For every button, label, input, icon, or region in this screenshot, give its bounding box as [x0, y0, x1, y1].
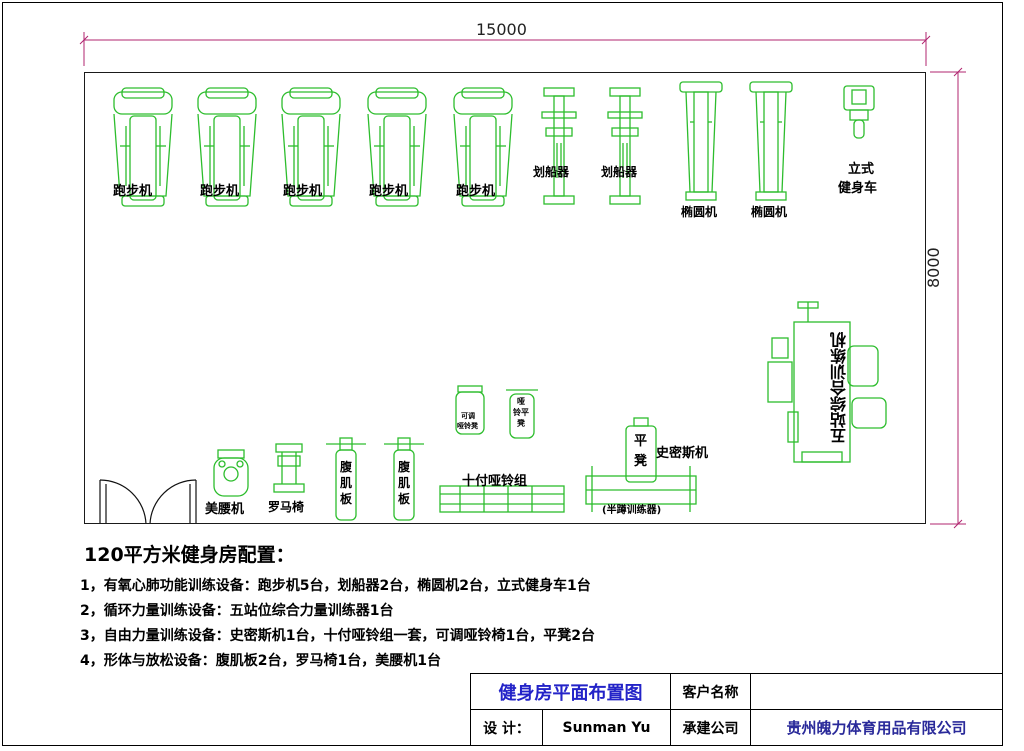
- elliptical-group: [679, 81, 793, 201]
- notes-line-4: 4，形体与放松设备：腹肌板2台，罗马椅1台，美腰机1台: [80, 653, 441, 669]
- smith-machine-icon: [585, 466, 697, 512]
- height-dimension-label: 8000: [924, 247, 943, 288]
- configuration-notes: 120平方米健身房配置： 1，有氧心肺功能训练设备：跑步机5台，划船器2台，椭圆…: [80, 540, 840, 675]
- ab-board-label-3: 板: [340, 492, 353, 506]
- treadmill-label: 跑步机: [113, 184, 153, 199]
- ab-board-label-2: 肌: [398, 476, 411, 490]
- roman-chair-icon: [273, 443, 305, 493]
- notes-line-3: 3，自由力量训练设备：史密斯机1台，十付哑铃组一套，可调哑铃椅1台，平凳2台: [80, 628, 595, 644]
- ab-board-label-1: 腹: [340, 460, 353, 474]
- flat-bench-icon: [625, 417, 657, 483]
- rower-icon: [607, 87, 643, 205]
- treadmill-label: 跑步机: [283, 184, 323, 199]
- designer-name: Sunman Yu: [543, 710, 671, 745]
- notes-line-1: 1，有氧心肺功能训练设备：跑步机5台，划船器2台，椭圆机2台，立式健身车1台: [80, 578, 591, 594]
- treadmill-icon: [281, 87, 341, 207]
- notes-title: 120平方米健身房配置：: [84, 544, 295, 566]
- contractor-label: 承建公司: [671, 710, 751, 745]
- rower-label: 划船器: [601, 165, 638, 179]
- treadmill-group: [113, 87, 513, 207]
- upright-bike-label-line1: 立式: [848, 162, 875, 177]
- notes-line-2: 2，循环力量训练设备：五站位综合力量训练器1台: [80, 603, 394, 619]
- client-name-value: [751, 674, 1002, 710]
- client-name-label: 客户名称: [671, 674, 751, 710]
- elliptical-label: 椭圆机: [681, 205, 718, 219]
- dumbbell-set-label: 十付哑铃组: [462, 474, 528, 489]
- dimension-lines: [79, 32, 966, 529]
- upright-bike-icon: [843, 85, 875, 139]
- flat-bench-small-label-1: 哑: [517, 397, 525, 406]
- ab-board-icon: [326, 437, 366, 521]
- elliptical-icon: [679, 81, 723, 201]
- treadmill-label: 跑步机: [200, 184, 240, 199]
- treadmill-icon: [367, 87, 427, 207]
- dumbbell-rack-icon: [439, 485, 565, 513]
- rower-group: [541, 87, 643, 205]
- flat-bench-label-2: 凳: [634, 454, 648, 469]
- roman-chair-label: 罗马椅: [268, 500, 305, 514]
- designer-label: 设 计：: [471, 710, 543, 745]
- flat-bench-small-icon: [506, 389, 538, 439]
- drawing-title: 健身房平面布置图: [471, 674, 671, 710]
- ab-board-icon: [384, 437, 424, 521]
- width-dimension-label: 15000: [476, 20, 527, 39]
- waist-machine-label: 美腰机: [205, 502, 245, 517]
- elliptical-label: 椭圆机: [751, 205, 788, 219]
- room-outline: [84, 72, 926, 524]
- ab-board-label-1: 腹: [398, 460, 411, 474]
- adjustable-bench-label-1: 可调: [461, 412, 475, 420]
- flat-bench-small-label-3: 凳: [517, 419, 525, 428]
- entrance-door-icon: [99, 479, 197, 525]
- half-rack-label: (半蹲训练器): [602, 505, 662, 516]
- ab-board-group: [326, 437, 424, 521]
- rower-icon: [541, 87, 577, 205]
- flat-bench-small-label-2: 铃平: [513, 408, 529, 417]
- elliptical-icon: [749, 81, 793, 201]
- adjustable-bench-label-2: 哑铃凳: [457, 422, 478, 430]
- treadmill-icon: [453, 87, 513, 207]
- title-block: 健身房平面布置图 客户名称 设 计： Sunman Yu 承建公司 贵州魄力体育…: [470, 673, 1003, 746]
- treadmill-label: 跑步机: [369, 184, 409, 199]
- smith-machine-label: 史密斯机: [656, 446, 709, 461]
- treadmill-label: 跑步机: [456, 184, 496, 199]
- flat-bench-label-1: 平: [634, 434, 648, 449]
- contractor-name: 贵州魄力体育用品有限公司: [786, 719, 967, 737]
- treadmill-icon: [197, 87, 257, 207]
- ab-board-label-2: 肌: [340, 476, 353, 490]
- adjustable-bench-icon: [455, 385, 485, 435]
- five-station-label: 五站综合训练机: [830, 332, 849, 444]
- waist-machine-icon: [213, 449, 249, 497]
- ab-board-label-3: 板: [398, 492, 411, 506]
- rower-label: 划船器: [533, 165, 570, 179]
- five-station-machine-icon: [767, 301, 887, 463]
- treadmill-icon: [113, 87, 173, 207]
- upright-bike-label-line2: 健身车: [838, 181, 878, 196]
